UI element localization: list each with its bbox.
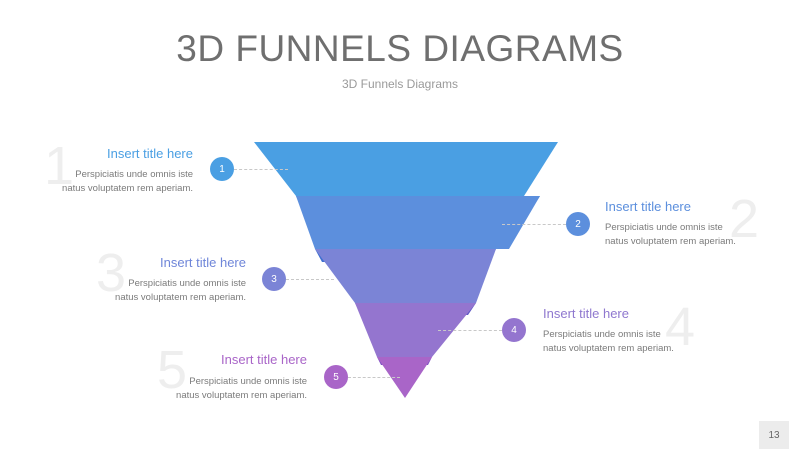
item-4-number: 4 — [665, 297, 696, 357]
item-4-desc-line-2: natus voluptatem rem aperiam. — [543, 343, 674, 354]
item-1-connector — [234, 169, 288, 170]
item-2-connector — [502, 224, 566, 225]
item-4-desc: Perspiciatis unde omnis iste natus volup… — [543, 328, 674, 356]
item-1-desc-line-2: natus voluptatem rem aperiam. — [62, 183, 193, 194]
item-3-desc-line-1: Perspiciatis unde omnis iste — [128, 278, 246, 289]
item-4-connector — [438, 330, 502, 331]
item-4-desc-line-1: Perspiciatis unde omnis iste — [543, 329, 661, 340]
item-5-desc-line-1: Perspiciatis unde omnis iste — [189, 376, 307, 387]
item-1-desc-line-1: Perspiciatis unde omnis iste — [75, 169, 193, 180]
item-5-desc: Perspiciatis unde omnis iste natus volup… — [140, 375, 307, 403]
item-3-desc-line-2: natus voluptatem rem aperiam. — [115, 292, 246, 303]
item-4-title: Insert title here — [543, 306, 629, 321]
item-2-desc-line-2: natus voluptatem rem aperiam. — [605, 236, 736, 247]
funnel-layer-1 — [254, 142, 558, 196]
item-3-desc: Perspiciatis unde omnis iste natus volup… — [80, 277, 246, 305]
item-2-desc: Perspiciatis unde omnis iste natus volup… — [605, 221, 736, 249]
item-2-badge: 2 — [566, 212, 590, 236]
item-1-number: 1 — [44, 136, 75, 196]
page-subtitle: 3D Funnels Diagrams — [341, 77, 459, 91]
item-1-title: Insert title here — [107, 146, 193, 161]
item-2-desc-line-1: Perspiciatis unde omnis iste — [605, 222, 723, 233]
item-5-number: 5 — [157, 340, 188, 400]
item-3-connector — [286, 279, 334, 280]
funnel-layer-2 — [296, 196, 540, 249]
item-1-desc: Perspiciatis unde omnis iste natus volup… — [30, 168, 193, 196]
item-1-badge: 1 — [210, 157, 234, 181]
item-5-desc-line-2: natus voluptatem rem aperiam. — [176, 390, 307, 401]
page-number: 13 — [759, 421, 789, 449]
page-title: 3D FUNNELS DIAGRAMS — [176, 28, 624, 69]
item-5-connector — [348, 377, 400, 378]
item-5-badge: 5 — [324, 365, 348, 389]
funnel-layer-3 — [315, 249, 496, 303]
item-2-title: Insert title here — [605, 199, 691, 214]
item-3-badge: 3 — [262, 267, 286, 291]
item-3-number: 3 — [96, 243, 127, 303]
funnel-layer-4 — [355, 303, 476, 357]
item-2-number: 2 — [729, 189, 760, 249]
item-4-badge: 4 — [502, 318, 526, 342]
funnel-layer-5 — [377, 357, 432, 398]
item-5-title: Insert title here — [221, 352, 307, 367]
item-3-title: Insert title here — [160, 255, 246, 270]
